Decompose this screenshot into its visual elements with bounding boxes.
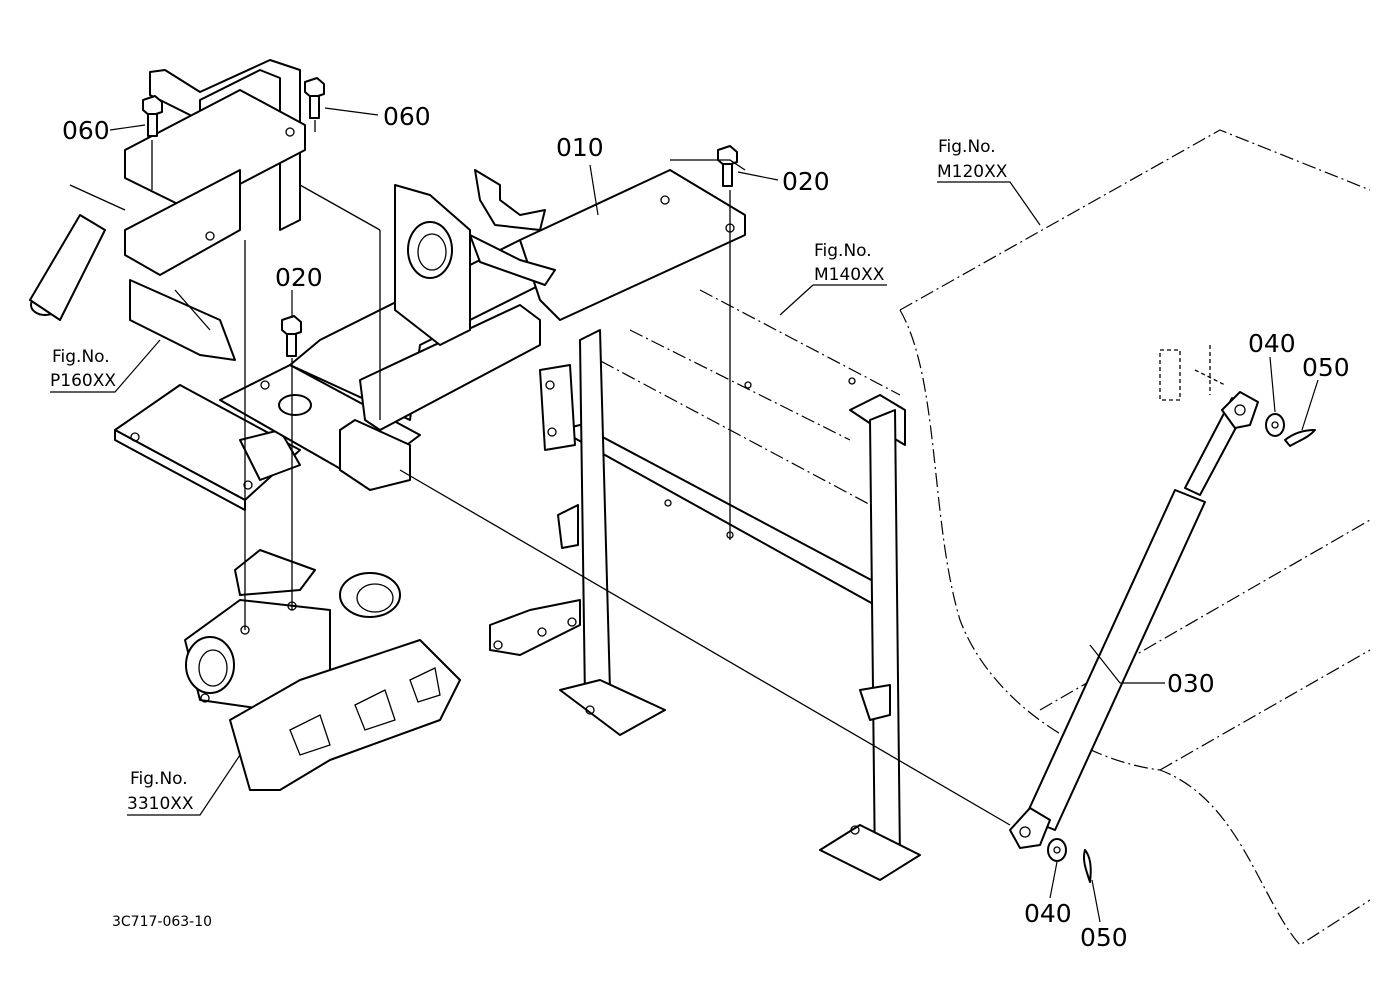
bolt-020-top	[717, 145, 738, 187]
callout-020-top: 020	[782, 167, 830, 196]
bolt-060-left	[142, 95, 163, 137]
drawing-code: 3C717-063-10	[112, 914, 212, 930]
m120-reference-outline	[899, 129, 1371, 946]
m120-mount-detail	[1159, 345, 1226, 401]
support-frame	[489, 329, 921, 881]
main-frame-010	[219, 169, 746, 491]
callout-050-top: 050	[1302, 353, 1350, 382]
leader-lines	[50, 107, 1319, 923]
assembly-guide-lines	[151, 120, 1011, 826]
m140-reference-outline	[579, 289, 901, 511]
figure-ref-label: Fig.No.	[52, 347, 110, 367]
figure-ref-number: M120XX	[937, 162, 1008, 182]
callout-060-left: 060	[62, 116, 110, 145]
callout-040-top: 040	[1248, 329, 1296, 358]
figure-ref-3310: Fig.No. 3310XX	[127, 769, 194, 814]
callout-020-left: 020	[275, 263, 323, 292]
clip-050-bottom	[1082, 849, 1092, 883]
callout-050-bottom: 050	[1080, 923, 1128, 952]
upper-bracket	[29, 59, 306, 361]
bolt-020-left	[281, 315, 302, 357]
washer-040-bottom	[1047, 838, 1067, 862]
callout-010: 010	[556, 133, 604, 162]
figure-ref-number: M140XX	[814, 265, 885, 285]
callout-030: 030	[1167, 669, 1215, 698]
gas-strut-030	[1009, 391, 1259, 849]
figure-ref-m140: Fig.No. M140XX	[814, 241, 885, 285]
figure-ref-label: Fig.No.	[814, 241, 872, 261]
figure-ref-p160: Fig.No. P160XX	[50, 347, 116, 391]
figure-ref-number: 3310XX	[127, 794, 194, 814]
callout-060-right: 060	[383, 102, 431, 131]
figure-ref-m120: Fig.No. M120XX	[937, 137, 1008, 182]
washer-040-top	[1265, 413, 1285, 437]
figure-ref-number: P160XX	[50, 371, 116, 391]
step-plate	[114, 384, 301, 511]
figure-ref-label: Fig.No.	[938, 137, 996, 157]
figure-ref-label: Fig.No.	[130, 769, 188, 789]
bolt-060-right	[304, 77, 325, 119]
engine-manifold	[184, 549, 461, 791]
callout-040-bottom: 040	[1024, 899, 1072, 928]
clip-050-top	[1284, 429, 1316, 447]
